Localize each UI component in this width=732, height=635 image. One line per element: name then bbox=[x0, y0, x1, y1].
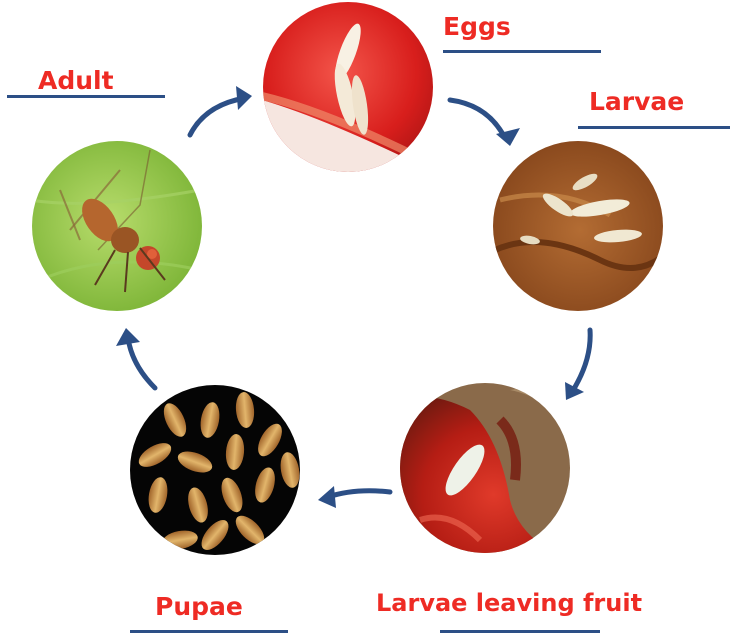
arrowhead-icon bbox=[236, 86, 252, 110]
label-eggs: Eggs bbox=[443, 13, 511, 41]
arrowhead-icon bbox=[318, 486, 336, 508]
eggs-photo bbox=[260, 0, 440, 180]
label-larvae: Larvae bbox=[589, 88, 684, 116]
pupae-photo bbox=[125, 380, 305, 560]
underline-adult bbox=[7, 95, 165, 98]
label-larvae-leaving-fruit: Larvae leaving fruit bbox=[376, 589, 642, 617]
underline-larvae-leaving-fruit bbox=[440, 630, 600, 633]
label-adult: Adult bbox=[38, 67, 114, 95]
arrow-adult-to-eggs bbox=[190, 98, 245, 135]
arrow-larvae-to-leaving bbox=[572, 330, 590, 392]
larvae-photo bbox=[490, 140, 670, 320]
underline-pupae bbox=[130, 630, 288, 633]
arrow-eggs-to-larvae bbox=[450, 100, 505, 138]
arrow-pupae-to-adult bbox=[128, 338, 155, 388]
underline-larvae bbox=[578, 126, 730, 129]
adult-fly-photo bbox=[25, 140, 210, 320]
arrowhead-icon bbox=[116, 328, 140, 346]
underline-eggs bbox=[443, 50, 601, 53]
larvae-leaving-fruit-photo bbox=[395, 380, 575, 560]
arrow-leaving-to-pupae bbox=[328, 491, 390, 497]
label-pupae: Pupae bbox=[155, 593, 243, 621]
